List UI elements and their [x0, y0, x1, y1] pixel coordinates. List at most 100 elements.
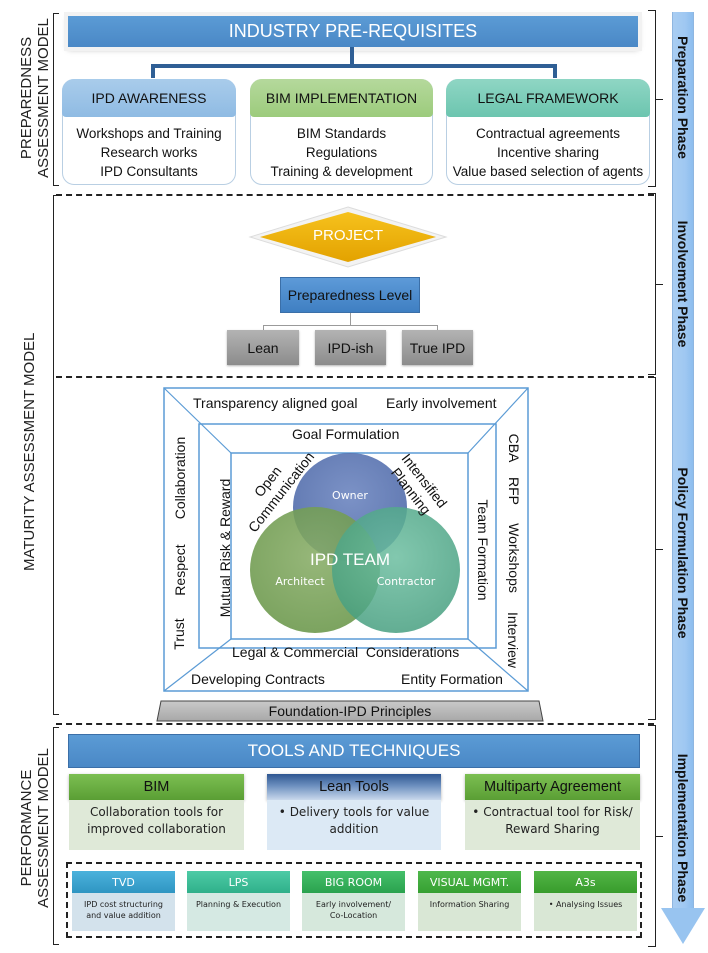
tool-card-bim: BIM Collaboration tools for improved col…: [69, 774, 244, 850]
tree-line: [263, 325, 438, 326]
foundation-base: [156, 700, 544, 722]
prereq-item: BIM Standards: [296, 126, 387, 141]
method-interview: Interview: [505, 611, 521, 669]
prereq-item: Contractual agreements: [475, 126, 621, 141]
prereq-item: Value based selection of agents: [452, 164, 644, 179]
prereq-item: Training & development: [270, 164, 413, 179]
industry-prerequisites-banner: INDUSTRY PRE-REQUISITES: [68, 16, 638, 47]
prereq-item: Workshops and Training: [76, 126, 222, 141]
tree-line: [263, 325, 264, 331]
prereq-card-bim-implementation: BIM IMPLEMENTATION BIM Standards Regulat…: [250, 79, 433, 185]
entity-formation: Entity Formation: [401, 671, 503, 687]
phase-arrow-head: [661, 908, 705, 944]
tool-card-lean-tools: Lean Tools • Delivery tools for value ad…: [267, 774, 441, 850]
mutual-risk-reward: Mutual Risk & Reward: [217, 478, 233, 618]
method-cba: CBA: [506, 433, 522, 463]
prereq-card-legal-framework: LEGAL FRAMEWORK Contractual agreements I…: [446, 79, 650, 185]
legal-commercial-considerations: Legal & Commercial Considerations: [232, 644, 460, 660]
section-divider: [56, 376, 654, 378]
prereq-card-ipd-awareness: IPD AWARENESS Workshops and Training Res…: [62, 79, 236, 185]
tree-line: [437, 325, 438, 331]
venn-label-architect: Architect: [275, 574, 325, 588]
goal-formulation: Goal Formulation: [292, 426, 400, 442]
project-diamond: PROJECT: [248, 205, 448, 269]
policy-bracket: [648, 377, 663, 720]
desc-line: IPD cost structuring: [84, 900, 163, 909]
venn-label-owner: Owner: [332, 488, 368, 502]
tool-card-title: BIM: [69, 774, 244, 800]
technique-title: LPS: [187, 871, 290, 893]
policy-phase-label: Policy Formulation Phase: [675, 467, 691, 639]
project-label: PROJECT: [312, 226, 383, 244]
preparedness-bracket: [53, 13, 59, 186]
tool-card-title: Lean Tools: [267, 774, 441, 800]
prereq-item: Research works: [100, 145, 198, 160]
desc-line: Early involvement/: [315, 900, 392, 909]
desc-line: Planning & Execution: [195, 900, 282, 909]
venn-label-contractor: Contractor: [376, 574, 436, 588]
principle-trust: Trust: [171, 618, 187, 650]
implementation-bracket: [648, 725, 663, 947]
level-ipd-ish: IPD-ish: [315, 330, 386, 365]
preparation-bracket: [648, 10, 663, 187]
principle-early-involvement: Early involvement: [386, 395, 497, 411]
prereq-item: Incentive sharing: [496, 145, 600, 160]
tool-card-title: Multiparty Agreement: [465, 774, 640, 800]
prereq-card-title: BIM IMPLEMENTATION: [250, 79, 433, 117]
desc-line: Collaboration tools for: [89, 805, 224, 819]
principle-collaboration: Collaboration: [172, 436, 188, 520]
technique-desc: Planning & Execution: [187, 893, 290, 931]
label-line: ASSESSMENT MODEL: [35, 18, 52, 178]
technique-card-tvd: TVD IPD cost structuring and value addit…: [72, 871, 175, 931]
label-line: PERFORMANCE: [18, 769, 35, 887]
prereq-item: Regulations: [305, 145, 378, 160]
developing-contracts: Developing Contracts: [191, 671, 325, 687]
tools-techniques-banner: TOOLS AND TECHNIQUES: [68, 734, 640, 768]
technique-card-lps: LPS Planning & Execution: [187, 871, 290, 931]
technique-card-big-room: BIG ROOM Early involvement/ Co-Location: [302, 871, 405, 931]
technique-title: VISUAL MGMT.: [418, 871, 521, 893]
tool-card-desc: Collaboration tools for improved collabo…: [69, 800, 244, 850]
involvement-phase-label: Involvement Phase: [675, 220, 691, 348]
venn-circle-contractor: [332, 507, 460, 633]
principle-transparency: Transparency aligned goal: [193, 395, 358, 411]
technique-card-a3s: A3s • Analysing Issues: [534, 871, 637, 931]
maturity-model-label: MATURITY ASSESSMENT MODEL: [21, 332, 38, 571]
tree-line: [350, 313, 351, 326]
desc-line: Information Sharing: [429, 900, 510, 909]
level-true-ipd: True IPD: [402, 330, 473, 365]
technique-desc: • Analysing Issues: [534, 893, 637, 931]
prereq-card-items: Workshops and Training Research works IP…: [63, 124, 235, 181]
connector: [553, 64, 557, 78]
technique-desc: Early involvement/ Co-Location: [302, 893, 405, 931]
label-line: PREPAREDNESS: [18, 36, 35, 160]
desc-line: addition: [329, 822, 379, 836]
foundation-label: Foundation-IPD Principles: [268, 703, 432, 719]
technique-title: BIG ROOM: [302, 871, 405, 893]
desc-line: • Analysing Issues: [548, 900, 623, 909]
prereq-card-items: BIM Standards Regulations Training & dev…: [251, 124, 432, 181]
venn-label-ipd-team: IPD TEAM: [310, 550, 390, 569]
method-workshops: Workshops: [506, 523, 522, 593]
connector: [350, 47, 354, 67]
preparedness-model-label: PREPAREDNESS ASSESSMENT MODEL: [18, 18, 54, 178]
level-lean: Lean: [227, 330, 299, 365]
desc-line: and value addition: [86, 911, 161, 920]
performance-model-label: PERFORMANCE ASSESSMENT MODEL: [18, 748, 54, 908]
performance-bracket: [53, 727, 59, 945]
section-divider: [56, 194, 654, 196]
policy-frame: [163, 387, 529, 692]
implementation-phase-label: Implementation Phase: [675, 753, 691, 903]
desc-line: improved collaboration: [87, 822, 226, 836]
technique-title: TVD: [72, 871, 175, 893]
maturity-bracket: [53, 195, 59, 715]
involvement-bracket: [648, 193, 663, 375]
desc-line: Reward Sharing: [505, 822, 600, 836]
principle-respect: Respect: [172, 544, 188, 596]
connector: [151, 64, 557, 68]
desc-line: • Delivery tools for value: [278, 805, 430, 819]
desc-line: • Contractual tool for Risk/: [472, 805, 633, 819]
connector: [151, 64, 155, 78]
method-rfp: RFP: [506, 477, 522, 505]
techniques-container: [66, 862, 642, 938]
